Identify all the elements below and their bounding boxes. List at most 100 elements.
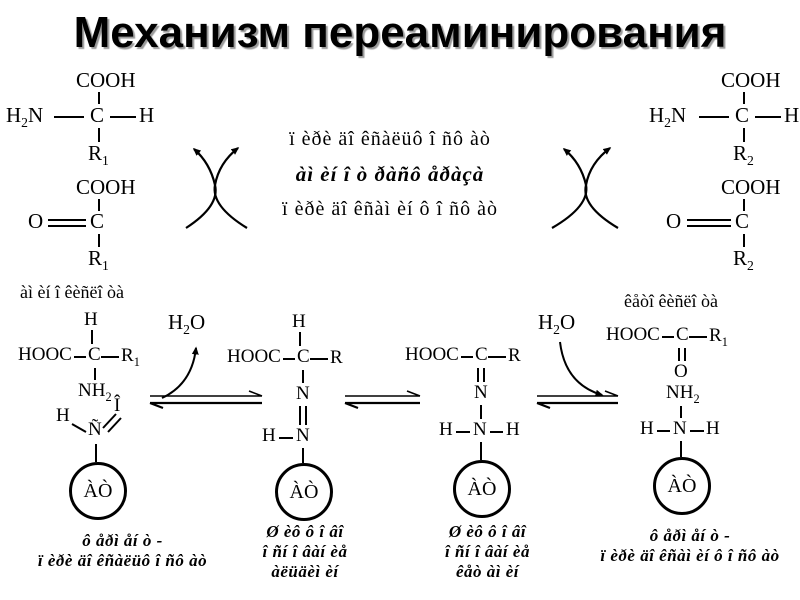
- h-label: H: [262, 425, 276, 446]
- carbon-label: C: [90, 103, 105, 127]
- bond: [310, 358, 328, 360]
- nh2-label: NH2: [666, 382, 700, 406]
- cooh-label: COOH: [76, 68, 136, 92]
- cooh-label: COOH: [76, 175, 136, 199]
- double-bond: [299, 406, 301, 425]
- slide-title: Механизм переаминирования: [73, 8, 727, 57]
- schiff-line1-label: Ø èô ô î âî: [448, 522, 527, 541]
- bond: [657, 430, 670, 432]
- hooc-label: HOOC: [405, 344, 459, 365]
- bond: [302, 370, 304, 383]
- oxygen-label: O: [666, 209, 682, 233]
- equilibrium-arrow-2: [344, 390, 421, 410]
- r2-label: R2: [733, 141, 754, 169]
- nitrogen-label: N: [296, 425, 310, 446]
- h-label: H: [56, 405, 70, 426]
- carbon-label: C: [90, 209, 105, 233]
- bond: [699, 116, 729, 118]
- bond: [283, 358, 295, 360]
- nitrogen-label: N: [474, 382, 488, 403]
- bond: [98, 234, 100, 247]
- h2n-label: H2N: [6, 103, 44, 131]
- double-bond: [684, 348, 686, 361]
- aldehyde-carbon-label: Ñ: [88, 419, 102, 440]
- bond: [480, 442, 482, 460]
- double-bond: [687, 219, 731, 221]
- bond: [690, 430, 704, 432]
- bond: [91, 330, 93, 344]
- bond: [743, 199, 745, 211]
- bond: [488, 356, 506, 358]
- schiff-line2-label: î ñí î âàí èå: [445, 542, 530, 561]
- carbon-label: C: [475, 344, 488, 365]
- enzyme-circle: ÀÒ: [453, 460, 511, 518]
- carbon-label: C: [88, 344, 101, 365]
- h-label: H: [506, 419, 520, 440]
- enzyme-label: ÀÒ: [289, 480, 319, 503]
- pyridoxamine-phosphate-label: ï èðè äî êñàì èí ô î ñô àò: [282, 198, 498, 220]
- bond: [98, 199, 100, 211]
- aldimine-label: àëüäèì èí: [271, 562, 339, 581]
- ferment-label: ô åðì åí ò -: [82, 531, 163, 550]
- enzyme-label: ÀÒ: [83, 479, 113, 502]
- hooc-label: HOOC: [227, 346, 281, 367]
- bond: [490, 431, 503, 433]
- h-label: H: [640, 418, 654, 439]
- ferment-label: ô åðì åí ò -: [649, 526, 731, 545]
- pyridoxal-phosphate-label: ï èðè äî êñàëüô î ñô àò: [37, 551, 208, 570]
- nitrogen-label: N: [296, 383, 310, 404]
- h-label: H: [439, 419, 453, 440]
- enzyme-circle: ÀÒ: [653, 457, 711, 515]
- bond: [743, 128, 745, 142]
- bond: [689, 336, 707, 338]
- bond: [74, 356, 86, 358]
- bond: [302, 448, 304, 463]
- bond: [662, 336, 674, 338]
- bond: [98, 92, 100, 104]
- double-bond: [678, 348, 680, 361]
- h-label: H: [139, 103, 155, 127]
- bond: [110, 116, 136, 118]
- h2o-addition-arrow: [559, 341, 604, 397]
- h2o-release-arrow: [161, 346, 199, 399]
- double-bond: [477, 368, 479, 382]
- pyridoxamine-phosphate-label: ï èðè äî êñàì èí ô î ñô àò: [600, 546, 780, 565]
- bond: [95, 444, 97, 462]
- schiff-line1-label: Ø èô ô î âî: [266, 522, 344, 541]
- aminotransferase-text: àì èí î ò ðàñô åðàçà: [230, 162, 550, 187]
- enzyme-label: ÀÒ: [667, 474, 697, 497]
- bond: [279, 437, 293, 439]
- schiff-line2-label: î ñí î âàí èå: [262, 542, 348, 561]
- keto-acid-caption: êåòî êèñëî òà: [624, 291, 718, 311]
- nh2-label: NH2: [78, 380, 112, 404]
- cooh-label: COOH: [721, 68, 781, 92]
- bond: [94, 368, 96, 380]
- schiff-ketimine-caption: Ø èô ô î âî î ñí î âàí èå êåò àì èí: [420, 522, 555, 582]
- h-label: H: [292, 311, 306, 332]
- h-label: H: [84, 309, 98, 330]
- enzyme-label: ÀÒ: [467, 477, 497, 500]
- h2o-label: H2O: [168, 310, 206, 338]
- pyridoxal-phosphate-text: ï èðè äî êñàëüô î ñô àò: [230, 128, 550, 151]
- h2n-label: H2N: [649, 103, 687, 131]
- h-label: H: [706, 418, 720, 439]
- aminotransferase-label: àì èí î ò ðàñô åðàçà: [295, 162, 485, 186]
- enzyme-circle: ÀÒ: [69, 462, 127, 520]
- enzyme-circle: ÀÒ: [275, 463, 333, 521]
- bond: [755, 116, 781, 118]
- r-label: R: [330, 347, 343, 368]
- bond: [456, 431, 470, 433]
- bond: [54, 116, 84, 118]
- carbon-label: C: [676, 324, 689, 345]
- oxygen-label: O: [28, 209, 44, 233]
- r1-label: R1: [121, 345, 140, 369]
- r1-label: R1: [88, 246, 109, 274]
- ketimine-label: êåò àì èí: [455, 562, 520, 581]
- double-bond: [687, 225, 731, 227]
- h-label: H: [784, 103, 800, 127]
- schiff-aldimine-caption: Ø èô ô î âî î ñí î âàí èå àëüäèì èí: [240, 522, 370, 582]
- aldehyde-oxygen-label: Î: [114, 395, 121, 416]
- bond: [101, 356, 119, 358]
- double-bond: [483, 368, 485, 382]
- double-bond: [305, 406, 307, 425]
